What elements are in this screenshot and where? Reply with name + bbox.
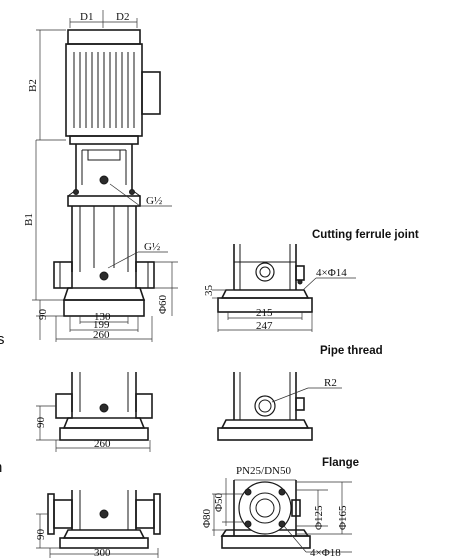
pipe-thread-base-view: 90 260 [35,372,153,452]
cutting-ferrule-joint-view: Cutting ferrule joint 4×Φ14 35 215 247 [203,229,419,332]
dim-d1-label: D1 [80,11,93,23]
dim-90-b-label: 90 [35,417,47,429]
dim-90-c-label: 90 [35,529,47,541]
g-lower-label: G½ [144,241,160,253]
dim-b2-label: B2 [27,79,39,92]
pn-dn-label: PN25/DN50 [236,465,292,477]
dim-199-label: 199 [93,319,110,331]
cutting-ferrule-heading: Cutting ferrule joint [312,229,419,241]
flange-view: Flange PN25/DN50 Φ50 Φ80 Φ125 Φ165 4×Φ1 [201,457,359,559]
dim-260-b-label: 260 [94,438,111,450]
dim-300-label: 300 [94,547,111,559]
edge-text-n: n [0,459,2,476]
phi80-label: Φ80 [201,508,213,528]
dim-130-label: 130 [94,311,111,323]
phi125-label: Φ125 [313,505,325,530]
dim-phi60-label: Φ60 [157,294,169,314]
flange-base-view: 90 300 [35,490,161,559]
holes-4x18-label: 4×Φ18 [310,547,341,559]
g-upper-label: G½ [146,195,162,207]
dim-215-label: 215 [256,307,273,319]
dim-35-label: 35 [203,285,215,297]
dim-260-a-label: 260 [93,329,110,341]
pipe-thread-view: Pipe thread R2 [217,345,383,441]
edge-text-s: s [0,331,5,348]
pipe-thread-heading: Pipe thread [320,345,383,357]
flange-heading: Flange [322,457,359,469]
dim-b1-label: B1 [23,213,35,226]
dim-247-label: 247 [256,320,273,332]
phi165-label: Φ165 [337,505,349,530]
dim-90-a-label: 90 [37,309,49,321]
phi50-label: Φ50 [213,492,225,512]
r2-label: R2 [324,377,337,389]
dim-d2-label: D2 [116,11,129,23]
main-pump-elevation: D1 D2 B2 [23,10,178,342]
holes-4x14-label: 4×Φ14 [316,267,347,279]
